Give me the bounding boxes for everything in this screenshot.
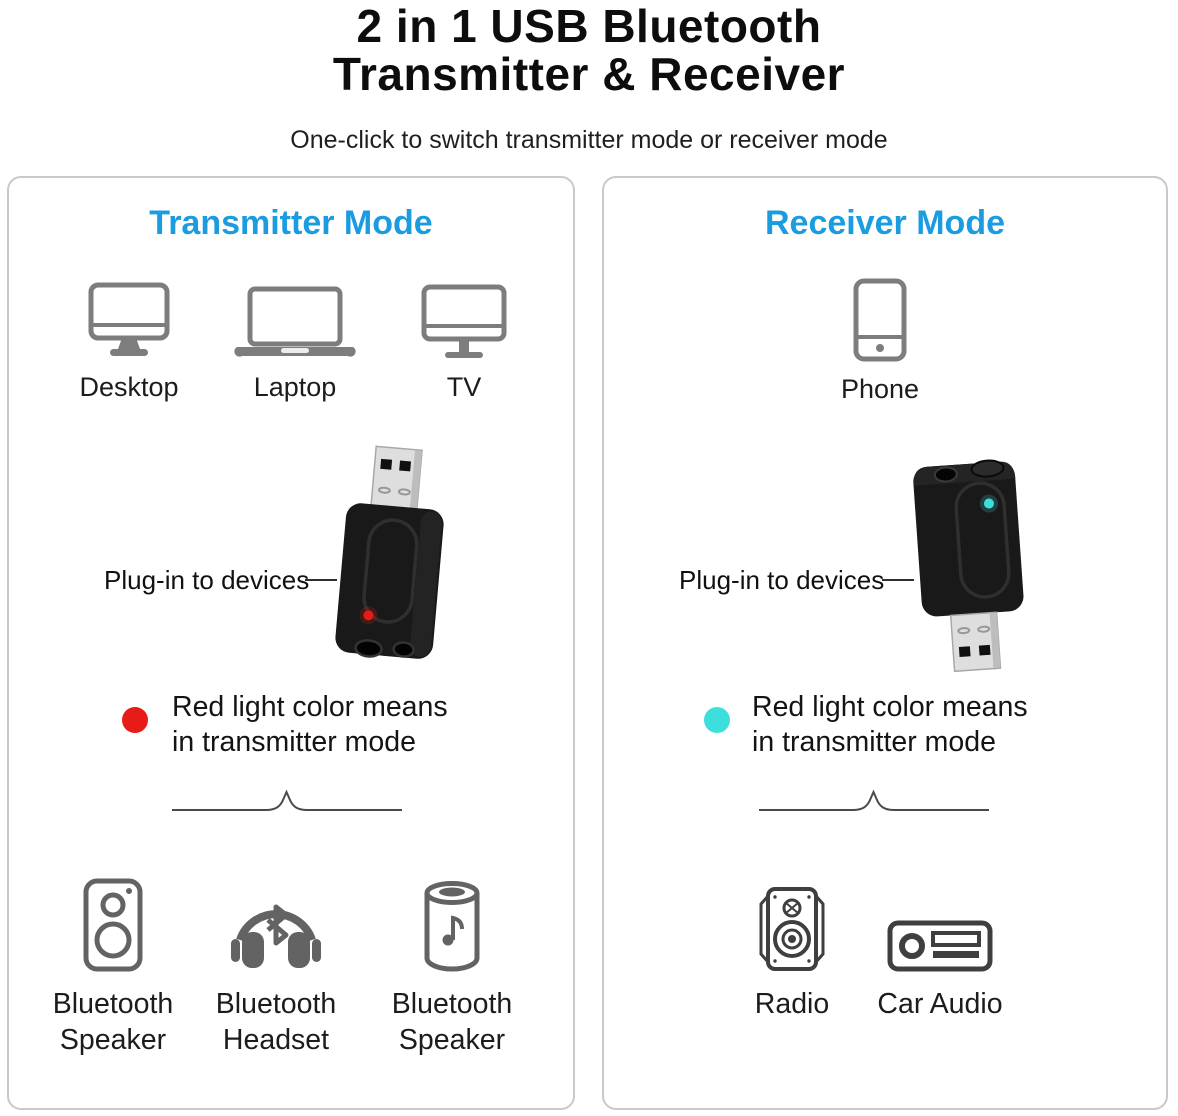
transmitter-pointer-line xyxy=(305,579,337,581)
target-device-car-audio: Car Audio xyxy=(865,884,1015,1022)
usb-dongle-transmitter-image xyxy=(335,445,444,659)
page-title-line1: 2 in 1 USB Bluetooth xyxy=(356,0,822,52)
bluetooth-headset-icon xyxy=(231,904,321,968)
transmitter-red-dot xyxy=(122,707,148,733)
bluetooth-cylinder-speaker-icon xyxy=(424,881,480,972)
page-title-line2: Transmitter & Receiver xyxy=(332,48,846,100)
bt-speaker-2-label-line1: Bluetooth xyxy=(391,988,513,1020)
bt-headset-label: Bluetooth Headset xyxy=(216,986,336,1058)
source-device-desktop: Desktop xyxy=(59,278,199,403)
receiver-pointer-line xyxy=(882,579,914,581)
receiver-brace-pointer xyxy=(759,789,989,811)
bluetooth-box-speaker-icon xyxy=(83,878,143,972)
receiver-heading: Receiver Mode xyxy=(765,204,1005,242)
transmitter-brace-pointer xyxy=(172,789,402,811)
car-audio-icon xyxy=(887,920,993,972)
transmitter-led xyxy=(363,610,374,621)
target-device-bt-headset: Bluetooth Headset xyxy=(201,876,351,1058)
receiver-cyan-dot xyxy=(704,707,730,733)
receiver-led-note-line1: Red light color means xyxy=(752,691,1028,723)
music-note-icon xyxy=(442,934,454,946)
source-device-phone: Phone xyxy=(810,278,950,405)
bt-headset-label-line1: Bluetooth xyxy=(215,988,337,1020)
car-audio-label: Car Audio xyxy=(877,988,1003,1020)
receiver-led-note: Red light color means in transmitter mod… xyxy=(752,690,1028,759)
transmitter-led-note-line2: in transmitter mode xyxy=(172,725,416,758)
phone-icon xyxy=(853,278,907,362)
radio-label: Radio xyxy=(754,988,830,1020)
desktop-icon xyxy=(88,282,170,356)
tv-icon xyxy=(421,284,507,358)
bt-headset-label-line2: Headset xyxy=(222,1024,330,1056)
source-device-tv: TV xyxy=(394,278,534,403)
transmitter-heading: Transmitter Mode xyxy=(149,204,433,242)
transmitter-led-note-line1: Red light color means xyxy=(172,691,448,723)
phone-label: Phone xyxy=(840,374,920,404)
target-device-bt-speaker-1: Bluetooth Speaker xyxy=(38,876,188,1058)
desktop-label: Desktop xyxy=(79,372,179,402)
page-subtitle: One-click to switch transmitter mode or … xyxy=(290,126,888,154)
laptop-label: Laptop xyxy=(253,372,337,402)
transmitter-led-note: Red light color means in transmitter mod… xyxy=(172,690,448,759)
laptop-icon xyxy=(234,286,356,357)
transmitter-panel: Transmitter Mode Desktop Laptop xyxy=(7,176,575,1110)
bt-speaker-2-label: Bluetooth Speaker xyxy=(392,986,512,1058)
transmitter-plug-label: Plug-in to devices xyxy=(104,565,310,595)
receiver-plug-label: Plug-in to devices xyxy=(679,565,885,595)
bt-speaker-1-label: Bluetooth Speaker xyxy=(53,986,173,1058)
receiver-led-note-line2: in transmitter mode xyxy=(752,725,996,758)
target-device-radio: Radio xyxy=(717,884,867,1022)
radio-speaker-icon xyxy=(759,887,825,971)
tv-label: TV xyxy=(446,372,482,402)
target-device-bt-speaker-2: Bluetooth Speaker xyxy=(377,876,527,1058)
bt-speaker-2-label-line2: Speaker xyxy=(398,1024,506,1056)
bt-speaker-1-label-line2: Speaker xyxy=(59,1024,167,1056)
receiver-panel: Receiver Mode Phone P xyxy=(602,176,1168,1110)
usb-dongle-receiver-image xyxy=(913,459,1024,673)
source-device-laptop: Laptop xyxy=(225,278,365,403)
bluetooth-symbol xyxy=(266,904,289,946)
bt-speaker-1-label-line1: Bluetooth xyxy=(52,988,174,1020)
receiver-led xyxy=(983,498,994,509)
